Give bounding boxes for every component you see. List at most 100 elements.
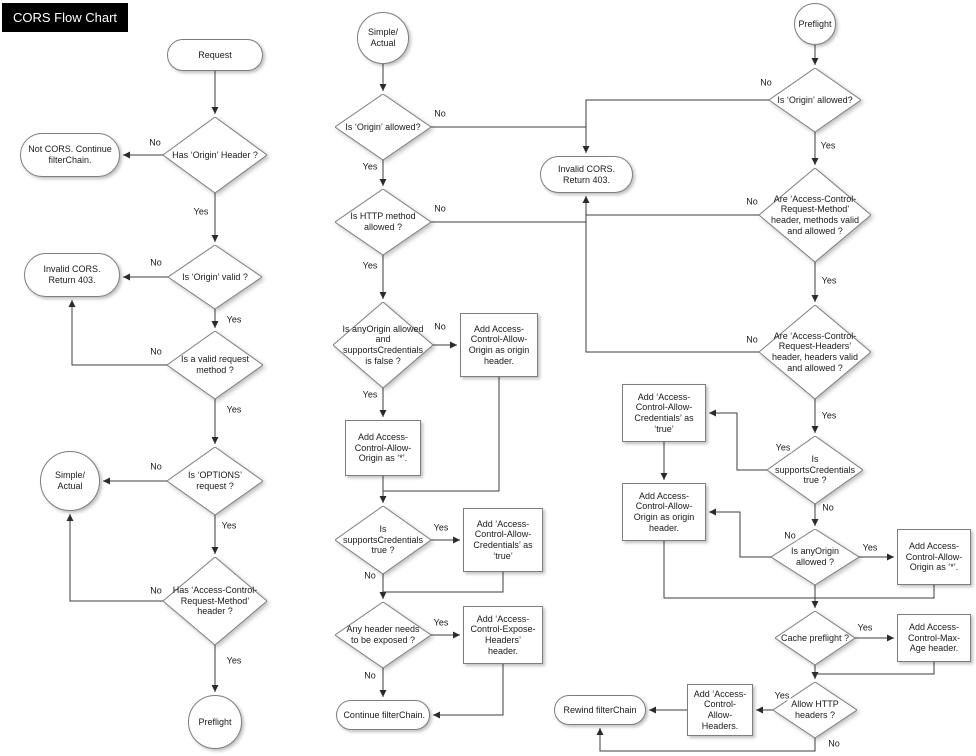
edge-label-no: No <box>149 346 163 357</box>
decision-options-request-label: Is ‘OPTIONS’ request ? <box>187 470 242 491</box>
connector <box>383 572 504 593</box>
edge-label-yes: Yes <box>432 617 450 628</box>
edge-label-yes: Yes <box>225 655 243 666</box>
process-pf-add-allow-headers: Add ‘Access-Control-Allow-Headers. <box>687 684 753 736</box>
diamond-shape <box>759 305 871 399</box>
edge-label-yes: Yes <box>225 314 243 325</box>
terminator-not-cors: Not CORS. Continue filterChain. <box>20 133 120 177</box>
process-sa-add-expose-headers: Add ‘Access-Control-Expose-Headers’ head… <box>463 606 543 664</box>
edge-label-no: No <box>149 585 163 596</box>
process-sa-add-credentials: Add ‘Access-Control-Allow-Credentials’ a… <box>463 508 543 572</box>
decision-origin-valid: Is ‘Origin’ valid ? <box>168 245 262 309</box>
decision-pf-allow-http-headers: Allow HTTP headers ? <box>773 682 857 738</box>
process-pf-add-allow-headers-label: Add ‘Access-Control-Allow-Headers. <box>693 688 747 731</box>
edge-label-no: No <box>827 738 841 749</box>
connector <box>66 514 163 602</box>
edge-label-no: No <box>433 108 447 119</box>
edge-label-no: No <box>363 670 377 681</box>
decision-pf-allow-http-headers-label: Allow HTTP headers ? <box>791 699 839 720</box>
decision-pf-supports-credentials: Is supportsCredentials true ? <box>767 436 863 504</box>
connector <box>582 99 769 153</box>
connector-simple-actual-left: Simple/ Actual <box>40 451 100 511</box>
terminator-not-cors-label: Not CORS. Continue filterChain. <box>28 144 112 165</box>
edge-label-no: No <box>433 321 447 332</box>
decision-sa-origin-allowed: Is ‘Origin’ allowed? <box>335 94 431 160</box>
edge-label-yes: Yes <box>861 542 879 553</box>
terminator-rewind-filterchain-label: Rewind filterChain <box>563 704 637 715</box>
edge-label-yes: Yes <box>856 622 874 633</box>
terminator-invalid-cors-center-label: Invalid CORS. Return 403. <box>557 163 616 185</box>
terminator-request: Request <box>167 39 263 71</box>
decision-valid-request-method: Is a valid request method ? <box>167 331 263 399</box>
decision-pf-anyorigin: Is anyOrigin allowed ? <box>771 529 859 585</box>
edge-label-yes: Yes <box>773 690 791 701</box>
decision-has-acrm-header-label: Has ‘Access-Control-Request-Method’ head… <box>172 585 258 617</box>
edge-label-yes: Yes <box>432 522 450 533</box>
diamond-shape <box>767 436 863 504</box>
diamond-shape <box>163 117 267 193</box>
edge-label-no: No <box>821 502 835 513</box>
process-sa-add-origin-header: Add Access-Control-Allow-Origin as origi… <box>460 313 538 377</box>
connector <box>433 664 504 719</box>
connector <box>709 508 771 558</box>
decision-sa-supports-credentials: Is supportsCredentials true ? <box>335 506 431 574</box>
terminator-invalid-cors-center: Invalid CORS. Return 403. <box>540 156 633 193</box>
connector <box>815 662 935 675</box>
decision-sa-expose-headers: Any header needs to be exposed ? <box>335 602 431 668</box>
chart-title: CORS Flow Chart <box>2 3 129 32</box>
edge-label-yes: Yes <box>192 206 210 217</box>
decision-sa-method-allowed-label: Is HTTP method allowed ? <box>350 211 416 232</box>
connector-simple-actual-top: Simple/ Actual <box>357 12 409 64</box>
terminator-rewind-filterchain: Rewind filterChain <box>554 695 646 725</box>
diamond-shape <box>335 602 431 668</box>
diamond-shape <box>167 331 263 399</box>
edge-label-yes: Yes <box>774 442 792 453</box>
process-pf-add-star: Add Access-Control-Allow-Origin as ‘*’. <box>897 529 971 585</box>
process-pf-add-credentials: Add ‘Access-Control-Allow-Credentials’ a… <box>622 384 706 442</box>
connector-preflight-left: Preflight <box>188 695 242 749</box>
connector-simple-actual-left-label: Simple/ Actual <box>54 470 85 491</box>
edge-label-no: No <box>363 570 377 581</box>
process-pf-add-star-label: Add Access-Control-Allow-Origin as ‘*’. <box>905 541 963 573</box>
connector <box>663 541 815 599</box>
diamond-shape <box>163 557 267 645</box>
decision-pf-request-headers-label: Are ‘Access-Control-Request-Headers’ hea… <box>771 330 859 373</box>
diamond-shape <box>335 94 431 160</box>
connector-preflight-top-label: Preflight <box>798 18 832 29</box>
process-sa-add-star-label: Add Access-Control-Allow-Origin as ‘*’. <box>354 432 412 464</box>
diamond-shape <box>335 506 431 574</box>
decision-pf-request-method: Are ‘Access-Control-Request-Method’ head… <box>759 168 871 262</box>
connector <box>68 300 167 366</box>
process-sa-add-star: Add Access-Control-Allow-Origin as ‘*’. <box>345 420 421 476</box>
decision-pf-origin-allowed-label: Is ‘Origin’ allowed? <box>777 94 853 105</box>
diamond-shape <box>759 168 871 262</box>
edge-label-no: No <box>149 461 163 472</box>
edge-label-yes: Yes <box>820 410 838 421</box>
decision-origin-valid-label: Is ‘Origin’ valid ? <box>182 271 248 282</box>
process-pf-add-origin-header: Add Access-Control-Allow-Origin as origi… <box>622 483 706 541</box>
terminator-invalid-cors-left: Invalid CORS. Return 403. <box>24 253 120 297</box>
diamond-shape <box>771 529 859 585</box>
diamond-shape <box>769 68 861 132</box>
decision-pf-cache-preflight: Cache preflight ? <box>775 611 855 665</box>
diamond-shape <box>167 447 263 515</box>
connector-preflight-top: Preflight <box>794 3 836 45</box>
edge-label-no: No <box>433 203 447 214</box>
diamond-shape <box>168 245 262 309</box>
terminator-continue-filterchain: Continue filterChain. <box>336 700 430 730</box>
decision-pf-anyorigin-label: Is anyOrigin allowed ? <box>790 546 839 567</box>
process-pf-add-max-age-label: Add Access-Control-Max-Age header. <box>907 622 960 654</box>
connector <box>383 377 500 492</box>
decision-pf-cache-preflight-label: Cache preflight ? <box>780 632 850 643</box>
edge-label-yes: Yes <box>361 260 379 271</box>
edge-label-yes: Yes <box>819 140 837 151</box>
edge-label-no: No <box>783 530 797 541</box>
edge-label-no: No <box>745 196 759 207</box>
process-sa-add-expose-headers-label: Add ‘Access-Control-Expose-Headers’ head… <box>470 613 536 656</box>
decision-pf-supports-credentials-label: Is supportsCredentials true ? <box>774 454 856 486</box>
process-pf-add-origin-header-label: Add Access-Control-Allow-Origin as origi… <box>633 490 695 533</box>
process-sa-add-credentials-label: Add ‘Access-Control-Allow-Credentials’ a… <box>473 518 533 561</box>
connector <box>596 728 816 752</box>
process-pf-add-max-age: Add Access-Control-Max-Age header. <box>897 614 971 662</box>
